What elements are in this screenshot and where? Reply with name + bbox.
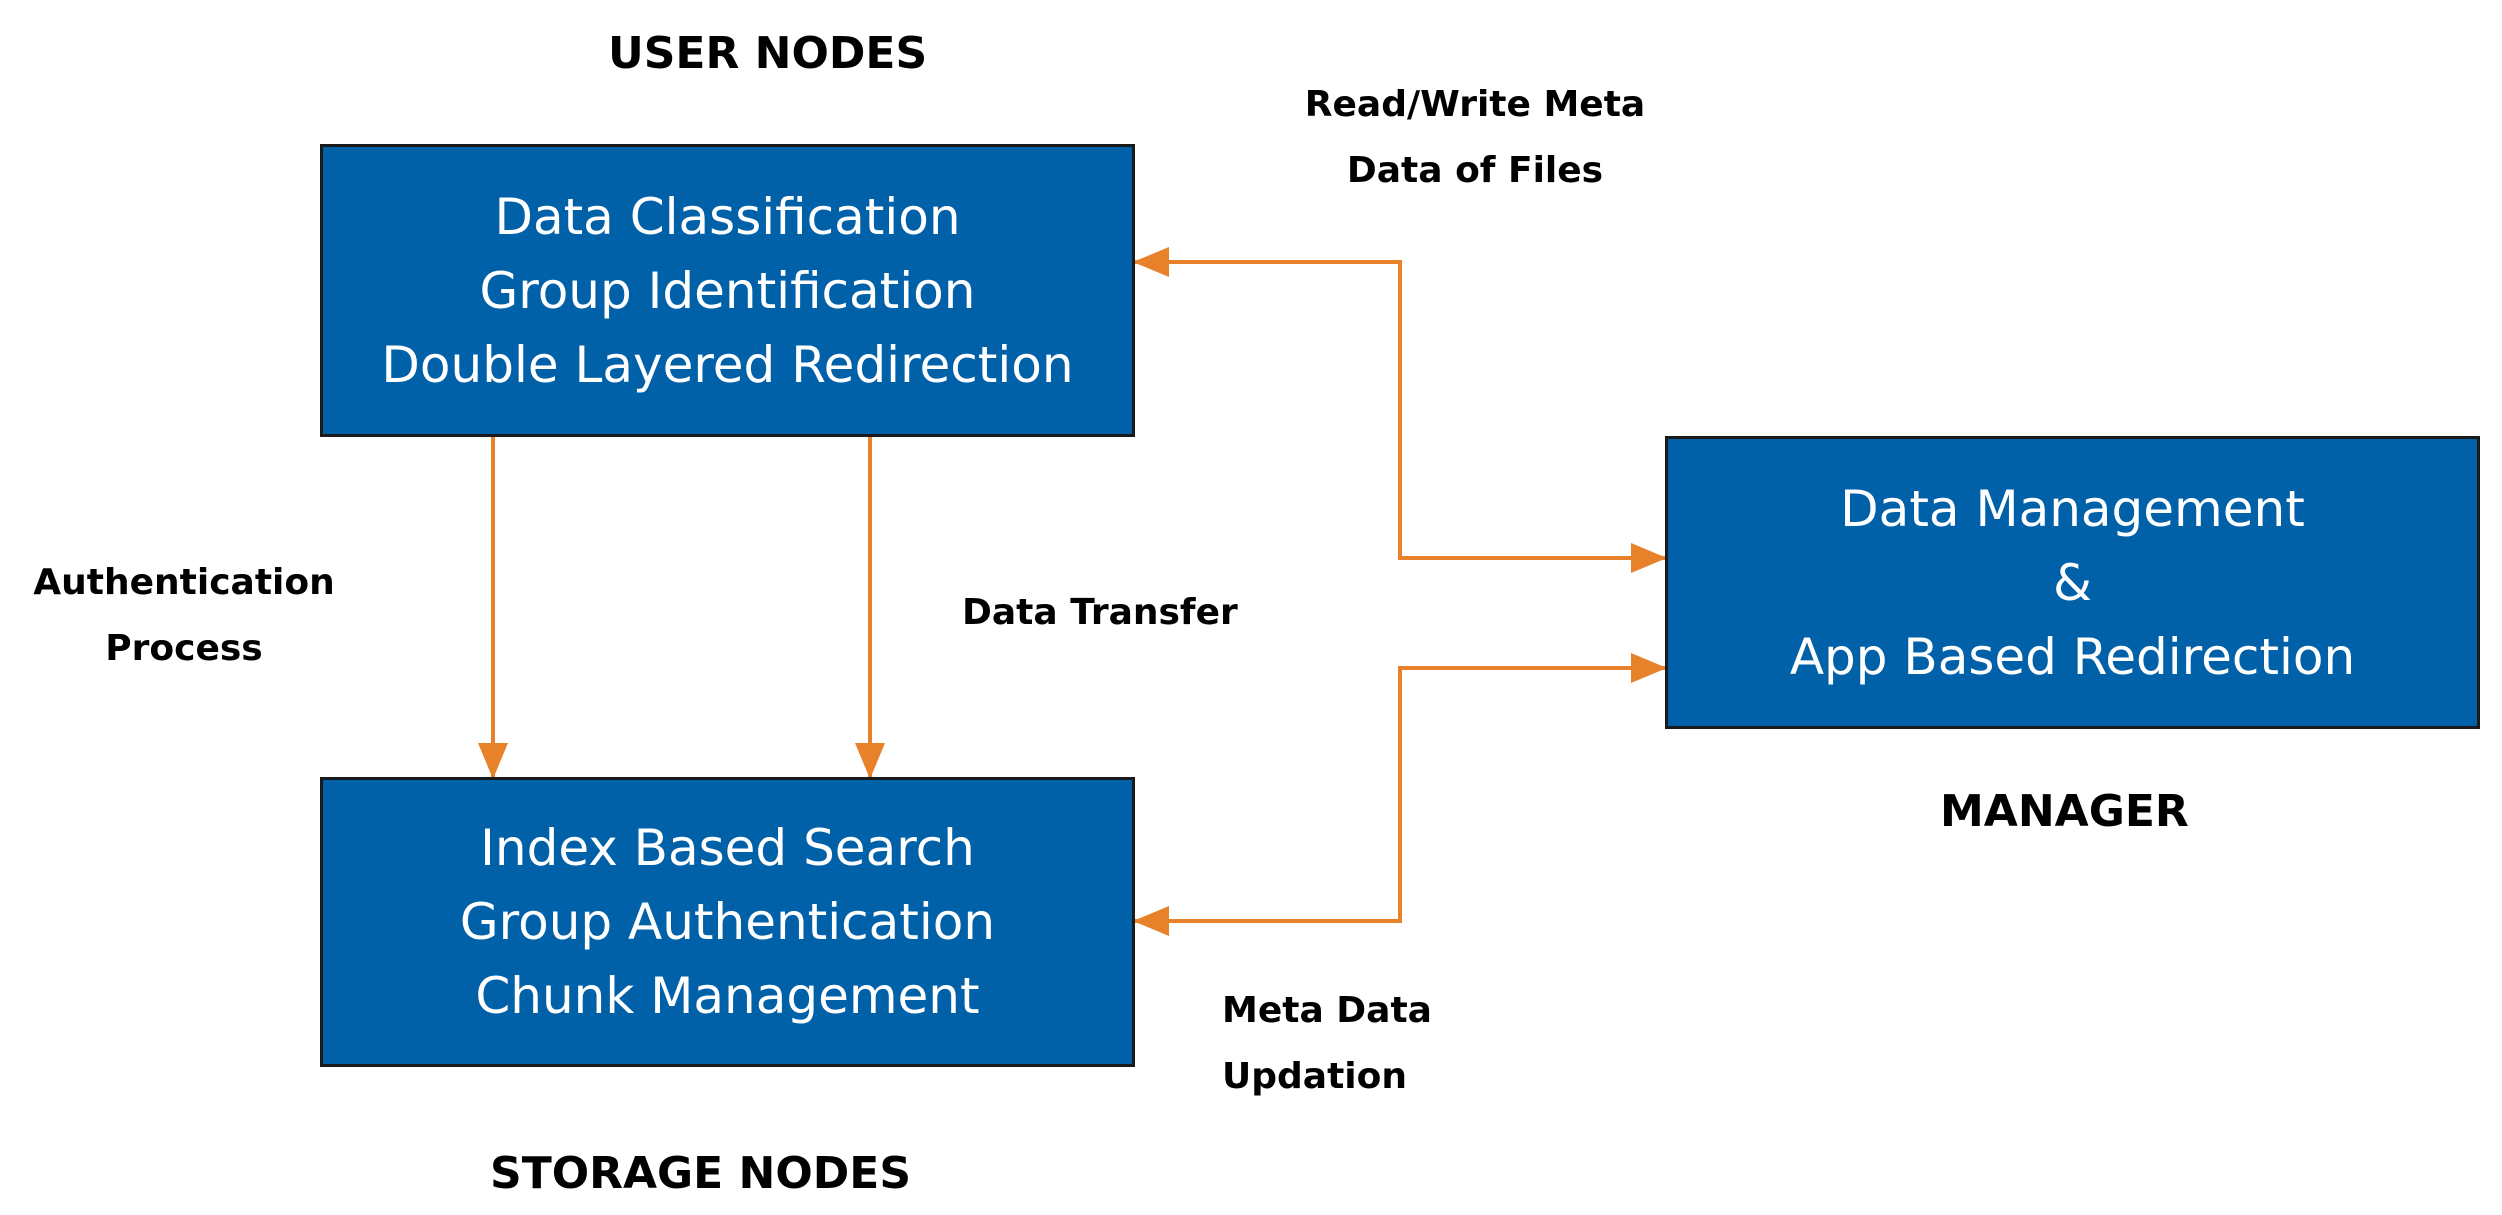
meta-updation-arrow xyxy=(1133,653,1667,936)
storage-nodes-box: Index Based Search Group Authentication … xyxy=(320,777,1135,1067)
manager-box: Data Management & App Based Redirection xyxy=(1665,436,2480,729)
storage-nodes-line-3: Chunk Management xyxy=(475,967,980,1025)
user-nodes-heading: USER NODES xyxy=(608,28,928,79)
storage-nodes-line-2: Group Authentication xyxy=(459,893,996,951)
manager-heading: MANAGER xyxy=(1940,786,2189,837)
read-write-meta-label-line-1: Read/Write Meta xyxy=(1304,84,1646,125)
read-write-meta-arrow xyxy=(1133,247,1667,573)
manager-line-3: App Based Redirection xyxy=(1789,627,2356,686)
storage-nodes-heading: STORAGE NODES xyxy=(490,1148,912,1199)
user-nodes-box: Data Classification Group Identification… xyxy=(320,144,1135,437)
user-nodes-line-1: Data Classification xyxy=(494,187,961,246)
authentication-label-line-2: Process xyxy=(105,628,263,669)
manager-line-2: & xyxy=(2053,553,2092,612)
meta-data-updation-label: Meta Data Updation xyxy=(1222,978,1432,1110)
user-nodes-line-3: Double Layered Redirection xyxy=(381,335,1074,394)
read-write-meta-label-line-2: Data of Files xyxy=(1346,150,1604,191)
data-transfer-label: Data Transfer xyxy=(962,580,1238,646)
authentication-label-line-1: Authentication xyxy=(33,562,335,603)
authentication-process-label: Authentication Process xyxy=(24,550,344,682)
read-write-meta-label: Read/Write Meta Data of Files xyxy=(1275,72,1675,204)
manager-line-1: Data Management xyxy=(1840,479,2305,538)
data-transfer-label-line-1: Data Transfer xyxy=(962,592,1238,633)
storage-nodes-line-1: Index Based Search xyxy=(480,819,975,877)
meta-updation-label-line-1: Meta Data xyxy=(1222,990,1432,1031)
meta-updation-label-line-2: Updation xyxy=(1222,1056,1407,1097)
user-nodes-line-2: Group Identification xyxy=(479,261,976,320)
